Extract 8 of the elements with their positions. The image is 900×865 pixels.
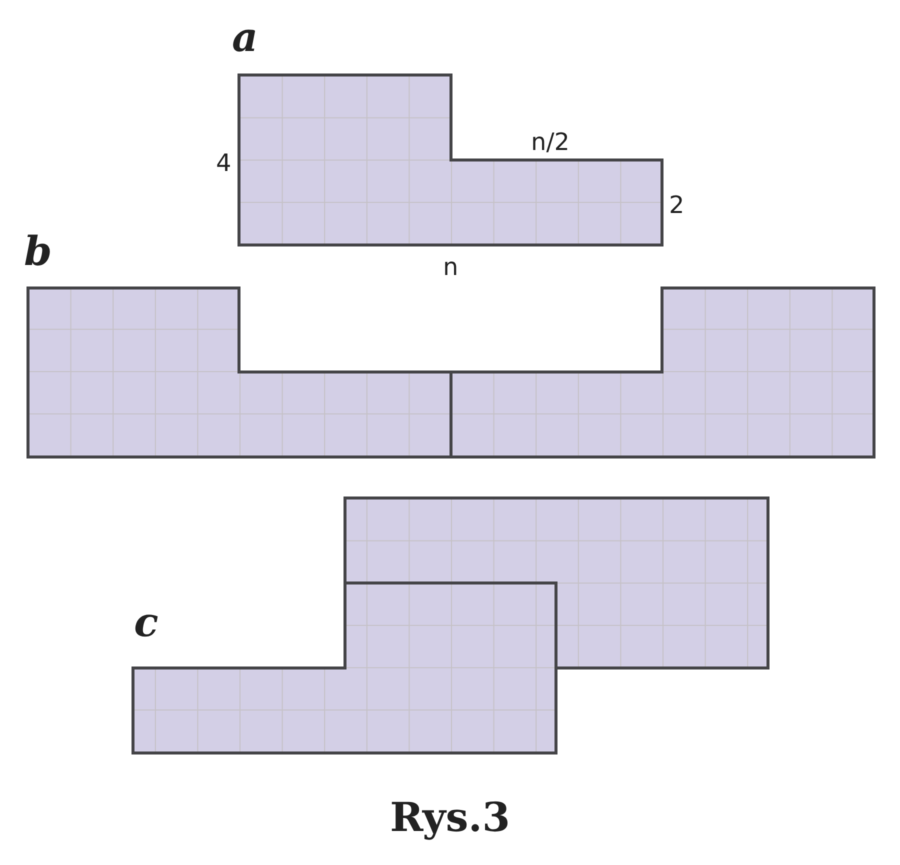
panel-letter: c xyxy=(134,603,158,643)
dimension-label: 4 xyxy=(216,151,232,175)
panel-letter: b xyxy=(24,232,52,272)
panel-letter: a xyxy=(232,18,258,58)
dimension-label: 2 xyxy=(669,193,684,217)
dimension-label: n/2 xyxy=(531,130,570,154)
caption: Rys.3 xyxy=(390,794,510,841)
dimension-label: n xyxy=(443,255,458,279)
